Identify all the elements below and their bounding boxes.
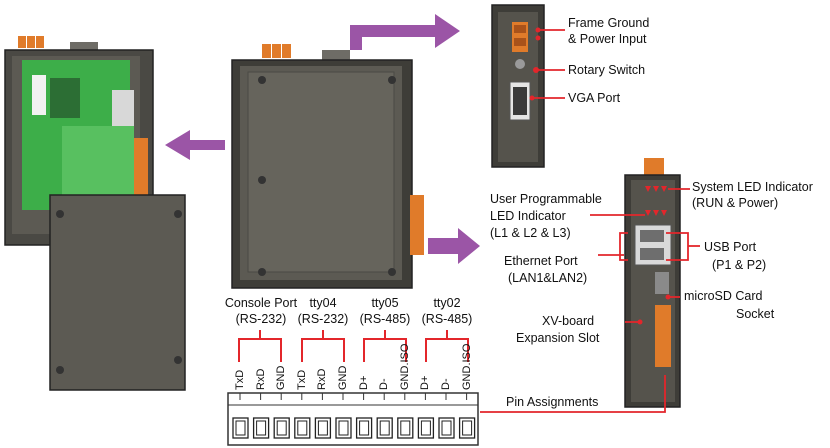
pin-label: RxD	[316, 368, 329, 390]
terminal-slot	[458, 417, 476, 439]
pin-label: GND	[337, 365, 349, 390]
microsd-label: microSD Card	[684, 289, 763, 303]
terminal-screw	[235, 420, 246, 436]
vga-port-label: VGA Port	[568, 91, 621, 105]
terminal-slot	[252, 417, 270, 439]
terminal-slot	[397, 417, 414, 439]
power-input-label: & Power Input	[568, 32, 647, 46]
terminal-slot	[335, 417, 352, 439]
terminal-screw	[338, 420, 349, 436]
rotary-switch-label: Rotary Switch	[568, 63, 646, 77]
pin-label: GND.ISO	[398, 343, 411, 390]
opened-device	[4, 36, 186, 391]
tty04-type: (RS-232)	[297, 312, 349, 326]
pin-label: GND	[275, 365, 288, 390]
terminal-slot	[417, 417, 435, 439]
terminal-slot	[376, 417, 393, 439]
terminal-screw	[297, 420, 308, 436]
pin-label: D+	[357, 375, 370, 390]
pin-slots	[232, 393, 476, 439]
pin-label: GND.ISO	[460, 343, 473, 390]
pin-label: TxD	[295, 369, 308, 390]
system-led-sub-label: (RUN & Power)	[692, 196, 779, 210]
terminal-block	[227, 392, 479, 446]
usb-port-label: USB Port	[704, 240, 757, 254]
usb-port-sub-label: (P1 & P2)	[712, 258, 767, 272]
terminal-screw	[256, 420, 267, 436]
center-device	[231, 44, 424, 289]
terminal-slot	[438, 417, 455, 439]
console-port-type: (RS-232)	[235, 312, 287, 326]
ethernet-port-label: Ethernet Port	[504, 254, 578, 268]
frame-ground-label: Frame Ground	[568, 16, 650, 30]
terminal-screw	[420, 420, 431, 436]
right-callout-dots	[637, 294, 671, 325]
terminal-screw	[462, 420, 473, 436]
right-callout-lines	[480, 188, 700, 413]
side-view-top	[491, 4, 545, 168]
terminal-slot	[355, 417, 373, 439]
terminal-slot	[294, 417, 311, 439]
pin-label: D-	[440, 378, 452, 390]
user-led-label-1: User Programmable	[490, 192, 602, 206]
system-led-marks	[645, 186, 667, 216]
terminal-screw	[441, 420, 452, 436]
terminal-screw	[379, 420, 390, 436]
user-led-label-2: LED Indicator	[490, 209, 566, 223]
terminal-slot	[232, 417, 249, 439]
tty05-name: tty05	[371, 296, 399, 310]
microsd-socket-label: Socket	[736, 307, 775, 321]
top-callout-lines	[532, 29, 565, 99]
pin-assignments-label: Pin Assignments	[506, 395, 599, 409]
system-led-label: System LED Indicator	[692, 180, 813, 194]
purple-arrows	[165, 14, 480, 264]
pin-label: RxD	[254, 368, 267, 390]
xv-board-label: XV-board	[542, 314, 595, 328]
terminal-screw	[400, 420, 411, 436]
tty04-name: tty04	[309, 296, 337, 310]
ethernet-port-sub-label: (LAN1&LAN2)	[508, 271, 588, 285]
pin-label: D+	[419, 375, 432, 390]
terminal-slot	[314, 417, 332, 439]
terminal-screw	[317, 420, 328, 436]
console-port-name: Console Port	[224, 296, 298, 310]
tty02-name: tty02	[433, 296, 461, 310]
port-brackets	[238, 330, 469, 362]
tty05-type: (RS-485)	[359, 312, 411, 326]
side-view-bottom	[624, 158, 681, 408]
pin-label: D-	[378, 378, 391, 390]
terminal-slot	[273, 417, 290, 439]
terminal-screw	[276, 420, 287, 436]
back-cover	[49, 194, 186, 391]
pin-label: TxD	[234, 369, 246, 390]
expansion-slot-label: Expansion Slot	[516, 331, 600, 345]
terminal-screw	[359, 420, 370, 436]
user-led-label-3: (L1 & L2 & L3)	[490, 226, 571, 240]
tty02-type: (RS-485)	[421, 312, 473, 326]
